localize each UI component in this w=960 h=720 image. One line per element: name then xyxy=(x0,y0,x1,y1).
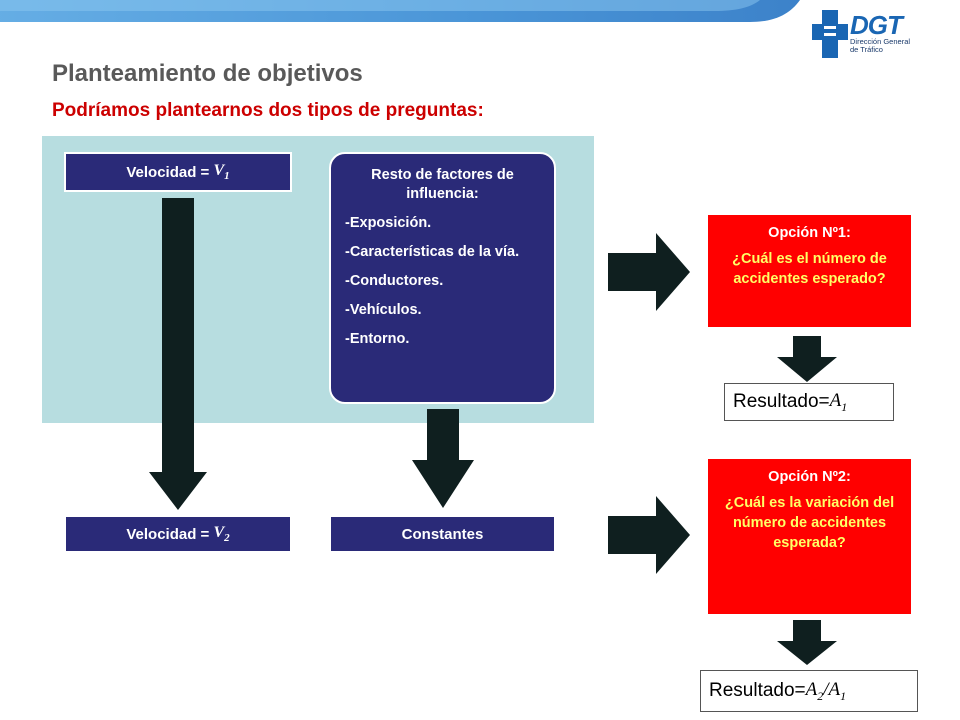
arrow-down-speed xyxy=(149,198,207,510)
logo-subtitle: Dirección General de Tráfico xyxy=(850,38,910,54)
dgt-logo-icon xyxy=(812,10,848,58)
result2-label: Resultado= xyxy=(709,680,806,701)
logo-subtitle-line1: Dirección General xyxy=(850,37,911,46)
arrow-right-option2 xyxy=(608,496,690,574)
speed-v2-var: V2 xyxy=(213,524,229,544)
option1-question: ¿Cuál es el número de accidentes esperad… xyxy=(732,251,887,287)
factor-item: -Conductores. xyxy=(345,273,444,289)
factor-item: -Vehículos. xyxy=(345,302,422,318)
arrow-down-factors xyxy=(412,409,474,508)
header-band xyxy=(0,0,800,22)
option2-question: ¿Cuál es la variación del número de acci… xyxy=(724,495,895,551)
factor-item: -Entorno. xyxy=(345,331,410,347)
result2-symbol-b: A xyxy=(828,678,841,700)
result2-slash: / xyxy=(823,678,829,700)
constants-label: Constantes xyxy=(401,525,484,543)
page-title: Planteamiento de objetivos xyxy=(52,60,363,87)
logo-subtitle-line2: de Tráfico xyxy=(850,45,883,54)
speed-v2-symbol: V xyxy=(213,523,225,541)
result2-box: Resultado= A2/A1 xyxy=(700,670,918,712)
page-subtitle: Podríamos plantearnos dos tipos de pregu… xyxy=(52,100,484,121)
result1-subscript: 1 xyxy=(841,399,848,414)
factor-item: -Características de la vía. xyxy=(345,244,520,260)
speed-v2-subscript: 2 xyxy=(224,532,230,545)
option1-title: Opción Nº1: xyxy=(768,225,851,241)
option2-box: Opción Nº2: ¿Cuál es la variación del nú… xyxy=(707,458,912,615)
constants-box: Constantes xyxy=(329,515,556,553)
logo-text: DGT xyxy=(850,10,903,40)
speed-v2-label: Velocidad = xyxy=(126,525,214,543)
result2-subscript-a: 2 xyxy=(817,688,824,703)
speed-v1-subscript: 1 xyxy=(224,170,230,183)
result2-subscript-b: 1 xyxy=(840,688,847,703)
speed-v1-symbol: V xyxy=(213,161,225,179)
result1-var: A1 xyxy=(830,390,848,415)
result1-label: Resultado= xyxy=(733,391,830,412)
factors-title: Resto de factores de influencia: xyxy=(371,167,514,202)
dgt-logo: DGT Dirección General de Tráfico xyxy=(812,8,952,64)
result1-symbol: A xyxy=(829,389,842,411)
option2-title: Opción Nº2: xyxy=(768,469,851,485)
arrow-down-result2 xyxy=(777,620,837,665)
arrow-right-option1 xyxy=(608,233,690,311)
speed-v1-var: V1 xyxy=(213,162,229,182)
speed-v2-box: Velocidad = V2 xyxy=(64,515,292,553)
arrow-down-result1 xyxy=(777,336,837,382)
speed-v1-box: Velocidad = V1 xyxy=(64,152,292,192)
factors-box: Resto de factores de influencia: -Exposi… xyxy=(329,152,556,404)
speed-v1-label: Velocidad = xyxy=(126,163,214,181)
result1-box: Resultado= A1 xyxy=(724,383,894,421)
option1-box: Opción Nº1: ¿Cuál es el número de accide… xyxy=(707,214,912,328)
result2-symbol-a: A xyxy=(805,678,818,700)
result2-var: A2/A1 xyxy=(806,679,847,704)
factor-item: -Exposición. xyxy=(345,215,432,231)
